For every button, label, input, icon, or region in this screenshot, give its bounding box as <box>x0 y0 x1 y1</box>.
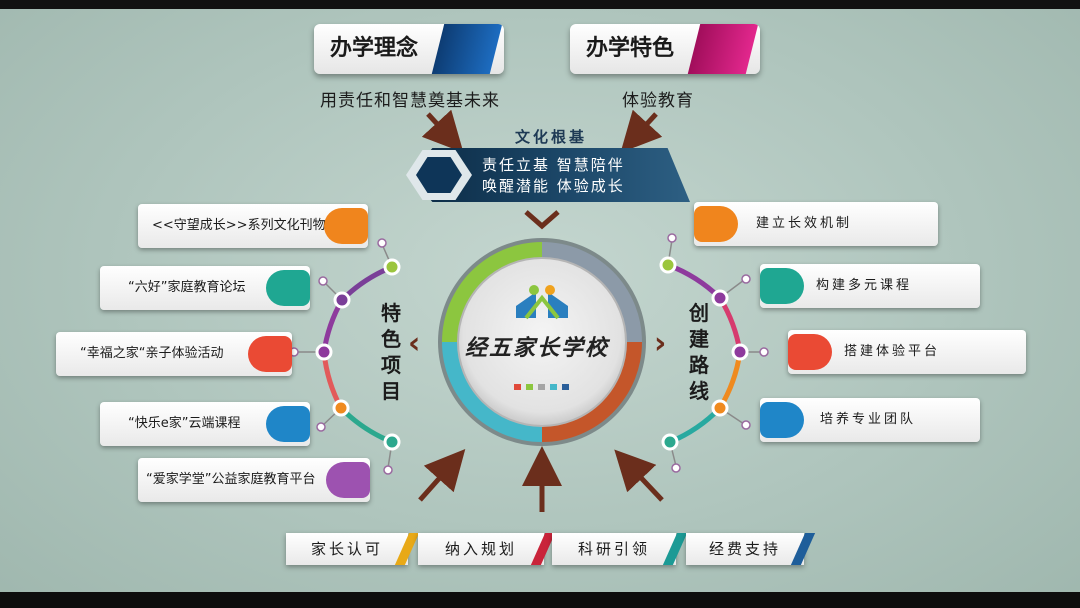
left-item-text: “幸福之家“亲子体验活动 <box>80 346 224 361</box>
left-item-forum: “六好”家庭教育论坛 <box>100 266 310 310</box>
caption-feature: 办学特色 <box>570 24 760 74</box>
support-planning: 纳入规划 <box>418 533 556 565</box>
right-item-team: 培养专业团队 <box>760 398 980 442</box>
center-ring-green <box>442 242 542 342</box>
window-bottom-bar <box>0 592 1080 608</box>
left-item-text: “爱家学堂”公益家庭教育平台 <box>146 472 316 487</box>
right-item-pill <box>694 206 738 242</box>
caption-philosophy-band <box>430 24 504 74</box>
left-item-pill <box>324 208 368 244</box>
right-arc-orange <box>717 351 743 410</box>
right-item-pill <box>788 334 832 370</box>
right-arc-teal <box>669 406 722 445</box>
support-parents: 家长认可 <box>286 533 420 565</box>
left-item-activity: “幸福之家“亲子体验活动 <box>56 332 292 376</box>
center-ring-gray <box>542 242 642 342</box>
flow-arrows <box>418 109 664 512</box>
left-arc-red <box>321 351 344 410</box>
left-item-periodical: <<守望成长>>系列文化刊物 <box>138 204 368 248</box>
root-line-2: 唤醒潜能 体验成长 <box>482 177 625 195</box>
caption-feature-text: 办学特色 <box>585 36 674 61</box>
color-dots <box>514 384 569 390</box>
left-item-text: “六好”家庭教育论坛 <box>128 280 246 295</box>
school-logo-icon <box>516 285 568 320</box>
right-item-text: 搭建体验平台 <box>844 344 941 359</box>
right-item-mechanism: 建立长效机制 <box>694 202 938 246</box>
caption-philosophy: 办学理念 <box>314 24 504 74</box>
right-item-pill <box>760 402 804 438</box>
caption-feature-band <box>686 24 760 74</box>
support-text: 经费支持 <box>708 540 781 558</box>
support-text: 家长认可 <box>310 540 383 558</box>
left-item-pill <box>326 462 370 498</box>
right-arc-red <box>717 296 743 353</box>
philosophy-quote: 用责任和智慧奠基未来 <box>320 91 500 111</box>
center-disc <box>457 257 627 427</box>
arc-nodes <box>315 256 749 451</box>
right-item-platform: 搭建体验平台 <box>788 330 1026 374</box>
support-research: 科研引领 <box>552 533 688 565</box>
center-ring-orange <box>542 342 642 442</box>
left-item-text: “快乐e家”云端课程 <box>128 416 241 431</box>
root-label: 文化根基 <box>514 128 587 146</box>
feature-quote: 体验教育 <box>622 91 694 111</box>
window-top-bar <box>0 0 1080 9</box>
right-item-text: 构建多元课程 <box>816 278 913 293</box>
support-funding: 经费支持 <box>686 533 816 565</box>
connector-endpoints <box>289 233 769 475</box>
right-item-curriculum: 构建多元课程 <box>760 264 980 308</box>
caption-philosophy-text: 办学理念 <box>329 36 418 61</box>
right-item-text: 建立长效机制 <box>756 216 853 231</box>
left-chevron-icon: ‹ <box>408 326 421 361</box>
down-chevron-icon <box>524 210 560 230</box>
support-text: 纳入规划 <box>444 540 517 558</box>
left-item-pill <box>266 270 310 306</box>
left-item-platform: “爱家学堂”公益家庭教育平台 <box>138 458 370 502</box>
left-item-pill <box>266 406 310 442</box>
left-item-text: <<守望成长>>系列文化刊物 <box>152 218 326 233</box>
right-chevron-icon: › <box>654 326 667 361</box>
support-text: 科研引领 <box>577 540 650 558</box>
right-item-text: 培养专业团队 <box>820 412 917 427</box>
left-arc-green <box>339 406 393 445</box>
school-name: 经五家长学校 <box>464 335 609 361</box>
left-item-pill <box>248 336 292 372</box>
left-item-cloud: “快乐e家”云端课程 <box>100 402 310 446</box>
left-title: 特色项目 <box>381 301 401 403</box>
center-ring-cyan <box>442 342 542 442</box>
right-title: 创建路线 <box>689 301 709 403</box>
root-line-1: 责任立基 智慧陪伴 <box>482 156 625 174</box>
right-arc-purple <box>667 262 722 300</box>
left-arc-orange-purple <box>340 264 393 302</box>
right-item-pill <box>760 268 804 304</box>
